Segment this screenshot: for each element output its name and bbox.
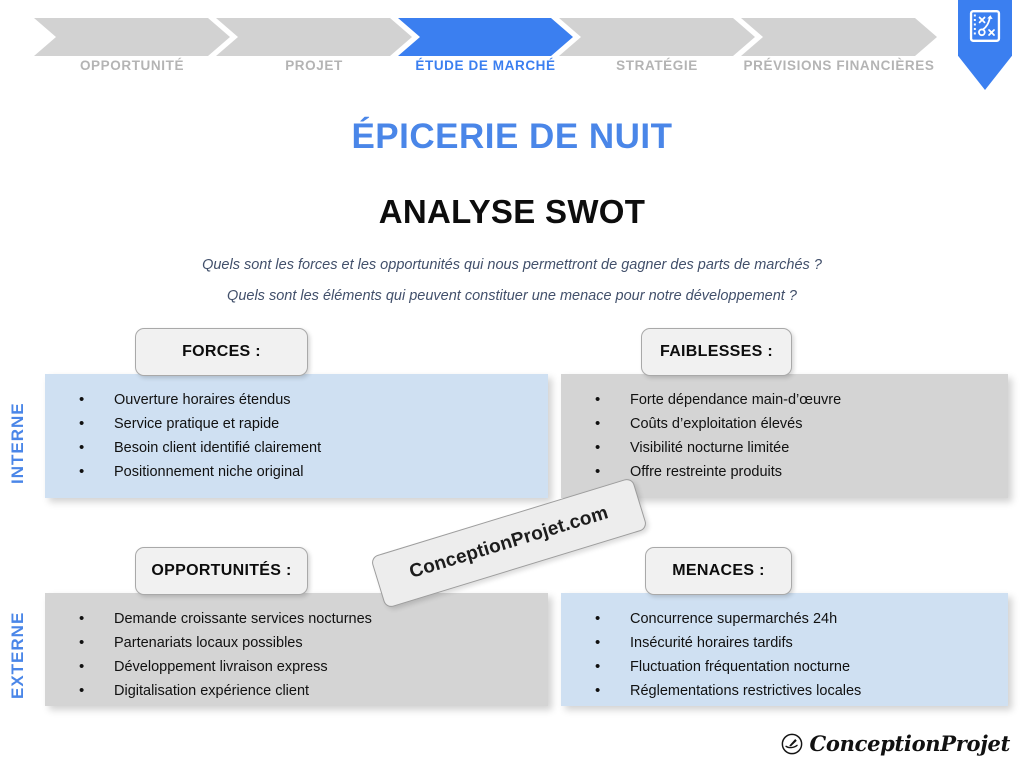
chevron-shape (34, 18, 230, 56)
list-item: Partenariats locaux possibles (71, 631, 536, 655)
chevron-shape (559, 18, 755, 56)
conceptionprojet-logo-icon (781, 733, 802, 754)
list-item: Forte dépendance main-d’œuvre (587, 388, 996, 412)
list-item: Développement livraison express (71, 655, 536, 679)
swot-quadrant-opportunites: Demande croissante services nocturnes Pa… (45, 593, 548, 706)
list-item: Digitalisation expérience client (71, 679, 536, 703)
footer-brand-logo: ConceptionProjet (781, 731, 1011, 756)
chevron-shape (741, 18, 937, 56)
axis-label-interne: INTERNE (8, 402, 27, 484)
stepper-step-label: OPPORTUNITÉ (79, 58, 185, 73)
stepper-step-label: PRÉVISIONS FINANCIÈRES (743, 58, 935, 73)
quadrant-badge-faiblesses: FAIBLESSES : (641, 328, 792, 376)
page-title: ANALYSE SWOT (378, 193, 646, 230)
stepper-step-label: STRATÉGIE (616, 58, 698, 73)
stepper-step-opportunite[interactable]: OPPORTUNITÉ (34, 18, 230, 73)
swot-quadrant-menaces: Concurrence supermarchés 24h Insécurité … (561, 593, 1008, 706)
list-item: Visibilité nocturne limitée (587, 436, 996, 460)
strategy-playbook-icon (969, 9, 1001, 43)
quadrant-badge-menaces: MENACES : (645, 547, 792, 595)
quadrant-badge-forces: FORCES : (135, 328, 308, 376)
list-item: Concurrence supermarchés 24h (587, 607, 996, 631)
stepper-step-previsions-financieres[interactable]: PRÉVISIONS FINANCIÈRES (741, 18, 937, 73)
list-item: Service pratique et rapide (71, 412, 536, 436)
stepper-step-label: PROJET (285, 58, 343, 73)
list-item: Offre restreinte produits (587, 460, 996, 484)
list-item: Positionnement niche original (71, 460, 536, 484)
project-title: ÉPICERIE DE NUIT (351, 117, 673, 156)
list-item: Demande croissante services nocturnes (71, 607, 536, 631)
strategy-pin-badge (958, 0, 1012, 90)
process-stepper: OPPORTUNITÉ PROJET ÉTUDE DE MARCHÉ STRAT… (0, 0, 1024, 92)
swot-quadrant-faiblesses: Forte dépendance main-d’œuvre Coûts d’ex… (561, 374, 1008, 498)
chevron-shape (216, 18, 412, 56)
stepper-step-label: ÉTUDE DE MARCHÉ (415, 58, 556, 73)
axis-label-externe: EXTERNE (8, 611, 27, 699)
footer-brand-text: ConceptionProjet (809, 731, 1011, 756)
list-item: Réglementations restrictives locales (587, 679, 996, 703)
opportunites-list: Demande croissante services nocturnes Pa… (71, 607, 536, 703)
forces-list: Ouverture horaires étendus Service prati… (71, 388, 536, 484)
subtitle-line-1: Quels sont les forces et les opportunité… (202, 257, 822, 273)
stepper-step-etude-de-marche[interactable]: ÉTUDE DE MARCHÉ (398, 18, 573, 73)
stepper-step-strategie[interactable]: STRATÉGIE (559, 18, 755, 73)
menaces-list: Concurrence supermarchés 24h Insécurité … (587, 607, 996, 703)
quadrant-badge-opportunites: OPPORTUNITÉS : (135, 547, 308, 595)
faiblesses-list: Forte dépendance main-d’œuvre Coûts d’ex… (587, 388, 996, 484)
list-item: Besoin client identifié clairement (71, 436, 536, 460)
chevron-shape (398, 18, 573, 56)
stepper-step-projet[interactable]: PROJET (216, 18, 412, 73)
list-item: Insécurité horaires tardifs (587, 631, 996, 655)
list-item: Coûts d’exploitation élevés (587, 412, 996, 436)
subtitle-line-2: Quels sont les éléments qui peuvent cons… (227, 288, 797, 304)
list-item: Ouverture horaires étendus (71, 388, 536, 412)
list-item: Fluctuation fréquentation nocturne (587, 655, 996, 679)
swot-quadrant-forces: Ouverture horaires étendus Service prati… (45, 374, 548, 498)
